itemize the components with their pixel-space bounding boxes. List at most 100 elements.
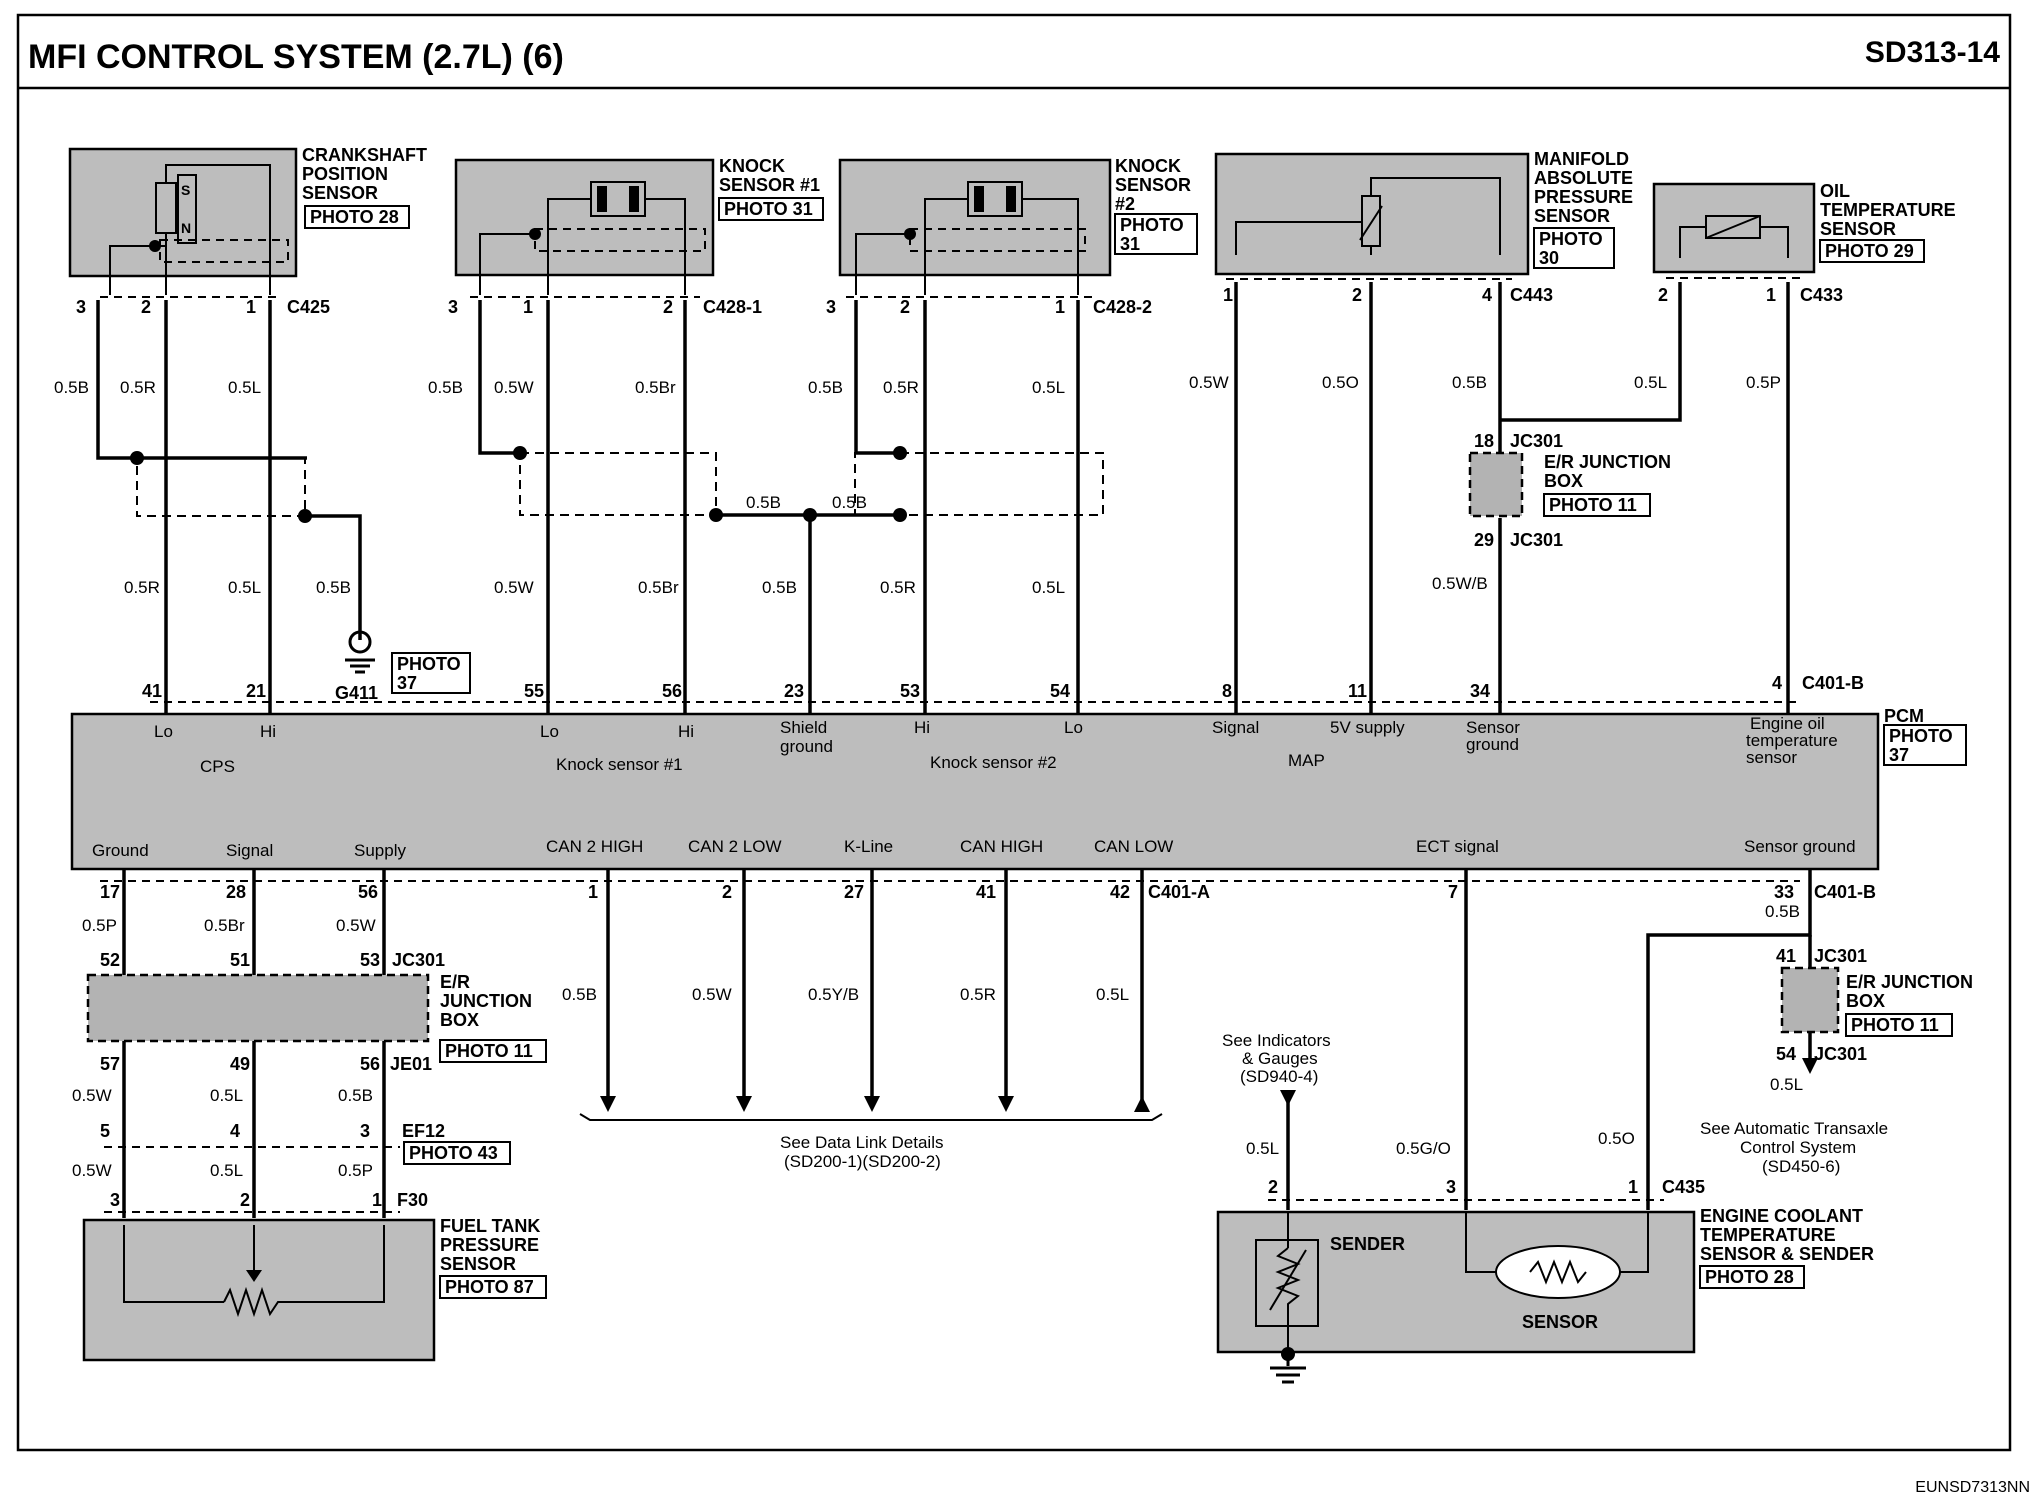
diagram-label: Ground xyxy=(92,841,149,860)
diagram-label: JUNCTION xyxy=(440,991,532,1011)
diagram-label: 0.5B xyxy=(316,578,351,597)
diagram-label: SENSOR xyxy=(1820,219,1896,239)
diagram-label: #2 xyxy=(1115,194,1135,214)
diagram-label: PCM xyxy=(1884,706,1924,726)
diagram-label: Sensor ground xyxy=(1744,837,1856,856)
diagram-label: C401-A xyxy=(1148,882,1210,902)
diagram-label: 0.5G/O xyxy=(1396,1139,1451,1158)
diagram-label: (SD200-1)(SD200-2) xyxy=(784,1152,941,1171)
diagram-label: 0.5W xyxy=(72,1161,112,1180)
diagram-label: 5 xyxy=(100,1121,110,1141)
diagram-label: PRESSURE xyxy=(440,1235,539,1255)
diagram-label: 0.5W xyxy=(336,916,376,935)
er-junction-box-upper: 18 JC301 E/R JUNCTION BOX PHOTO 11 29 JC… xyxy=(1432,431,1671,593)
diagram-label: PHOTO 11 xyxy=(1851,1015,1939,1035)
diagram-label: 0.5B xyxy=(54,378,89,397)
diagram-label: 0.5R xyxy=(880,578,916,597)
diagram-label: temperature xyxy=(1746,731,1838,750)
diagram-label: 54 xyxy=(1776,1044,1796,1064)
diagram-label: 54 xyxy=(1050,681,1070,701)
diagram-label: 0.5P xyxy=(82,916,117,935)
diagram-label: CRANKSHAFT xyxy=(302,145,427,165)
diagram-label: 2 xyxy=(900,297,910,317)
diagram-label: 0.5W/B xyxy=(1432,574,1488,593)
diagram-label: 3 xyxy=(826,297,836,317)
diagram-label: Shield xyxy=(780,718,827,737)
diagram-label: 2 xyxy=(1658,285,1668,305)
diagram-label: See Data Link Details xyxy=(780,1133,943,1152)
er-junction-box-lower-left: 52 51 53 JC301 E/R JUNCTION BOX PHOTO 11… xyxy=(72,950,547,1165)
diagram-label: 49 xyxy=(230,1054,250,1074)
diagram-label: 4 xyxy=(1772,673,1782,693)
diagram-label: 27 xyxy=(844,882,864,902)
diagram-label: Signal xyxy=(1212,718,1259,737)
diagram-label: 3 xyxy=(76,297,86,317)
diagram-label: F30 xyxy=(397,1190,428,1210)
footer-code: EUNSD7313NN xyxy=(1915,1479,2030,1496)
diagram-label: PHOTO xyxy=(1539,229,1603,249)
diagram-label: FUEL TANK xyxy=(440,1216,540,1236)
diagram-label: SENSOR xyxy=(302,183,378,203)
diagram-label: 37 xyxy=(397,673,417,693)
diagram-label: JE01 xyxy=(390,1054,432,1074)
diagram-label: 2 xyxy=(1352,285,1362,305)
diagram-label: SENDER xyxy=(1330,1234,1405,1254)
diagram-label: 23 xyxy=(784,681,804,701)
diagram-label: 0.5W xyxy=(494,578,534,597)
diagram-label: 17 xyxy=(100,882,120,902)
diagram-label: PHOTO xyxy=(1889,726,1953,746)
diagram-label: 0.5L xyxy=(1032,578,1065,597)
diagram-label: Hi xyxy=(260,722,276,741)
diagram-label: TEMPERATURE xyxy=(1820,200,1956,220)
diagram-label: PHOTO xyxy=(397,654,461,674)
diagram-label: BOX xyxy=(1846,991,1885,1011)
diagram-label: 56 xyxy=(662,681,682,701)
diagram-label: MAP xyxy=(1288,751,1325,770)
diagram-label: JC301 xyxy=(392,950,445,970)
diagram-label: Knock sensor #1 xyxy=(556,755,683,774)
diagram-label: 57 xyxy=(100,1054,120,1074)
diagram-label: 1 xyxy=(523,297,533,317)
diagram-label: 41 xyxy=(1776,946,1796,966)
diagram-label: CPS xyxy=(200,757,235,776)
diagram-label: KNOCK xyxy=(1115,156,1181,176)
diagram-label: See Automatic Transaxle xyxy=(1700,1119,1888,1138)
diagram-label: ABSOLUTE xyxy=(1534,168,1633,188)
diagram-label: 29 xyxy=(1474,530,1494,550)
diagram-label: TEMPERATURE xyxy=(1700,1225,1836,1245)
diagram-label: 0.5L xyxy=(1246,1139,1279,1158)
diagram-label: 30 xyxy=(1539,248,1559,268)
diagram-label: 0.5R xyxy=(120,378,156,397)
diagram-label: 3 xyxy=(360,1121,370,1141)
diagram-label: 0.5P xyxy=(1746,373,1781,392)
diagram-label: ground xyxy=(1466,735,1519,754)
diagram-label: 0.5B xyxy=(428,378,463,397)
diagram-label: POSITION xyxy=(302,164,388,184)
er-junction-box-lower-right: 41 JC301 E/R JUNCTION BOX PHOTO 11 54 JC… xyxy=(1770,946,1973,1094)
diagram-label: 0.5R xyxy=(960,985,996,1004)
diagram-label: 56 xyxy=(358,882,378,902)
diagram-label: BOX xyxy=(440,1010,479,1030)
diagram-label: 0.5B xyxy=(338,1086,373,1105)
diagram-label: See Indicators xyxy=(1222,1031,1331,1050)
diagram-label: 0.5L xyxy=(228,578,261,597)
diagram-label: 1 xyxy=(1766,285,1776,305)
diagram-label: 0.5Y/B xyxy=(808,985,859,1004)
diagram-label: PHOTO xyxy=(1120,215,1184,235)
diagram-label: PHOTO 29 xyxy=(1825,241,1914,261)
diagram-label: 1 xyxy=(1055,297,1065,317)
diagram-label: 1 xyxy=(588,882,598,902)
diagram-label: 1 xyxy=(1223,285,1233,305)
diagram-frame xyxy=(16,13,2012,1452)
diagram-label: 41 xyxy=(142,681,162,701)
diagram-label: C435 xyxy=(1662,1177,1705,1197)
diagram-label: SENSOR xyxy=(1522,1312,1598,1332)
diagram-label: ECT signal xyxy=(1416,837,1499,856)
diagram-label: PHOTO 31 xyxy=(724,199,813,219)
diagram-label: E/R JUNCTION xyxy=(1846,972,1973,992)
diagram-label: 1 xyxy=(1628,1177,1638,1197)
diagram-label: Engine oil xyxy=(1750,714,1825,733)
diagram-label: 33 xyxy=(1774,882,1794,902)
diagram-label: 0.5B xyxy=(746,493,781,512)
diagram-label: SENSOR xyxy=(1534,206,1610,226)
